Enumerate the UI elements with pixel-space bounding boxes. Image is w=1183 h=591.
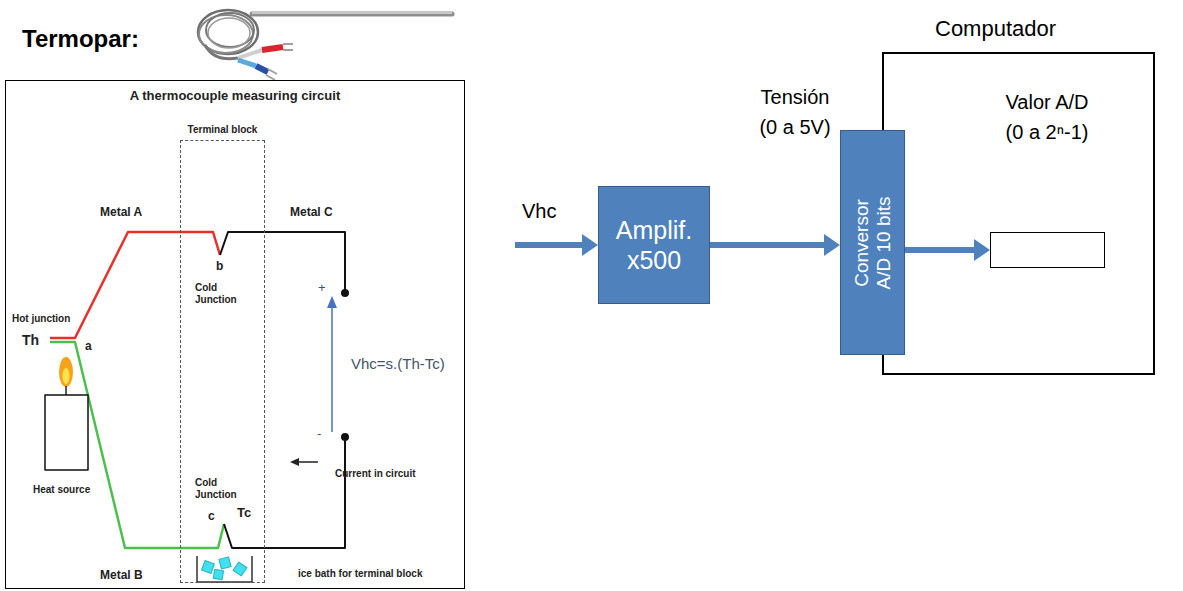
polarity-sign: - bbox=[317, 427, 321, 442]
temperature-label: Th bbox=[22, 332, 39, 348]
current-arrowhead bbox=[290, 458, 299, 466]
terminal-dot bbox=[341, 433, 349, 441]
blue-lead bbox=[238, 60, 256, 66]
box-heading: Valor A/D (0 a 2ⁿ-1) bbox=[994, 87, 1100, 147]
ice-cube bbox=[233, 562, 247, 576]
candle-flame-core bbox=[63, 368, 70, 384]
voltage-arrow bbox=[331, 306, 333, 432]
current-arrow bbox=[298, 461, 318, 463]
metal-a-wire bbox=[50, 232, 220, 338]
ice-cube bbox=[213, 569, 223, 579]
input-arrow bbox=[515, 234, 598, 256]
ice-cube bbox=[219, 557, 231, 569]
thermocouple-circuit bbox=[45, 232, 349, 582]
converter-box: Conversor A/D 10 bits bbox=[840, 130, 905, 355]
block-title: Terminal block bbox=[160, 124, 285, 136]
polarity-sign: + bbox=[318, 281, 326, 296]
computer-box: ComputadorValor A/D (0 a 2ⁿ-1) bbox=[882, 52, 1155, 375]
arrowhead bbox=[974, 239, 990, 261]
ice-cube bbox=[202, 561, 215, 574]
connector bbox=[710, 234, 840, 256]
box-label: Amplif. x500 bbox=[604, 215, 704, 275]
ice-beaker bbox=[197, 556, 252, 582]
fork-terminal bbox=[266, 69, 277, 80]
probe-rod bbox=[252, 12, 452, 17]
candle-body bbox=[45, 395, 88, 470]
metal-label: Metal B bbox=[100, 569, 143, 583]
candle-flame bbox=[59, 357, 73, 387]
terminal-block: Terminal block bbox=[180, 140, 265, 583]
arrow-shaft bbox=[515, 242, 582, 248]
metal-c-wire bbox=[224, 437, 345, 548]
blue-sleeve bbox=[256, 66, 268, 72]
cable-coil bbox=[206, 13, 254, 47]
section-title: Termopar: bbox=[22, 25, 139, 53]
voltage-arrowhead bbox=[327, 296, 337, 308]
figure-frame: A thermocouple measuring circuitTerminal… bbox=[5, 80, 465, 589]
connector-line bbox=[710, 242, 824, 248]
signal-name: Vhc bbox=[522, 200, 556, 223]
part-label: Hot junction bbox=[12, 313, 70, 325]
figure-title: A thermocouple measuring circuit bbox=[6, 89, 464, 104]
arrowhead bbox=[582, 234, 598, 256]
temperature-label: Tc bbox=[237, 506, 251, 521]
value-box: Valor A/D (0 a 2ⁿ-1) bbox=[990, 232, 1105, 268]
junction-letter: b bbox=[216, 260, 223, 274]
junction-letter: c bbox=[208, 510, 215, 524]
junction-label: Cold Junction bbox=[195, 477, 247, 500]
cable-coil bbox=[208, 18, 250, 48]
box-title: Computador bbox=[935, 16, 1095, 41]
candle-wick bbox=[65, 386, 67, 395]
amplifier-box: Amplif. x500 bbox=[598, 186, 710, 304]
lead-wire bbox=[238, 50, 262, 58]
box-label: Conversor A/D 10 bits bbox=[851, 184, 895, 302]
junction-letter: a bbox=[85, 340, 92, 354]
cable bbox=[205, 45, 238, 59]
connector-line bbox=[905, 247, 974, 253]
part-label: Heat source bbox=[33, 484, 90, 496]
metal-c-wire bbox=[220, 232, 345, 293]
note-label: ice bath for terminal block bbox=[298, 568, 422, 580]
note-label: Current in circuit bbox=[335, 468, 416, 480]
junction-label: Cold Junction bbox=[195, 282, 247, 305]
probe-highlight bbox=[252, 12, 452, 14]
voltage-formula: Vhc=s.(Th-Tc) bbox=[351, 355, 445, 372]
edge-label: Tensión (0 a 5V) bbox=[751, 82, 839, 142]
metal-label: Metal A bbox=[100, 206, 142, 220]
metal-label: Metal C bbox=[290, 206, 333, 220]
arrowhead bbox=[824, 234, 840, 256]
terminal-dot bbox=[341, 289, 349, 297]
red-sleeve bbox=[262, 47, 283, 50]
thermocouple-photo bbox=[198, 10, 452, 80]
fork-terminal bbox=[283, 44, 293, 50]
connector bbox=[905, 239, 990, 261]
